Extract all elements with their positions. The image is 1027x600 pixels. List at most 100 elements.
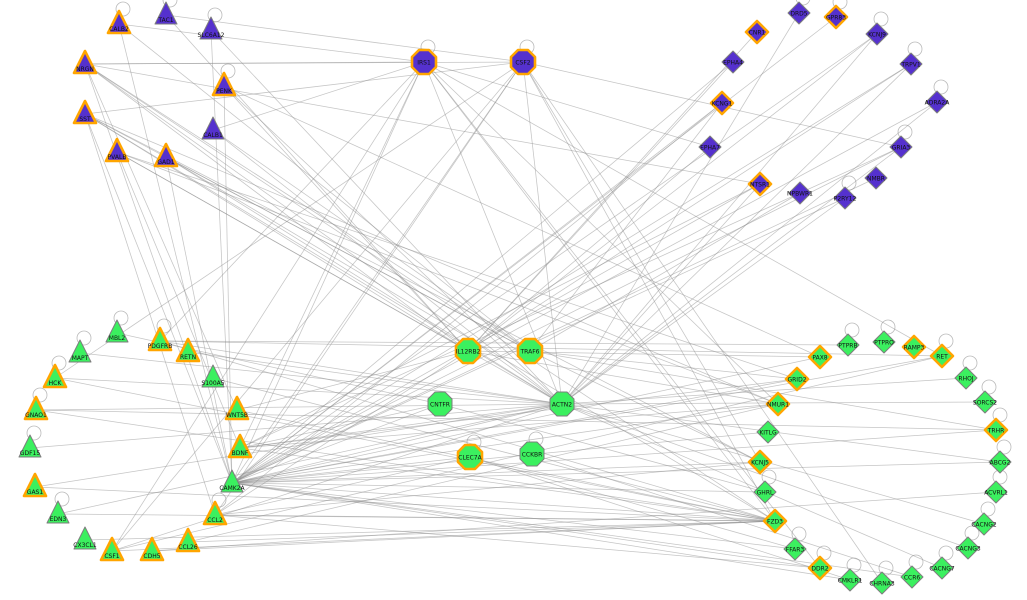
node-d4[interactable] — [865, 22, 889, 46]
node-r9[interactable] — [973, 390, 997, 414]
node-r5[interactable] — [929, 343, 955, 369]
node-d7[interactable] — [709, 90, 735, 116]
node-r14[interactable] — [984, 480, 1008, 504]
node-g3[interactable] — [427, 391, 453, 417]
node-d3[interactable] — [823, 4, 849, 30]
self-loop-t5 — [220, 63, 236, 79]
node-r10[interactable] — [983, 417, 1009, 443]
node-r21[interactable] — [807, 555, 833, 581]
node-b14[interactable] — [202, 500, 228, 526]
node-r2[interactable] — [872, 330, 896, 354]
node-b3[interactable] — [68, 339, 92, 363]
node-r15[interactable] — [753, 480, 777, 504]
edge-d5-b12 — [231, 61, 734, 484]
edge-g4-r12 — [561, 403, 1001, 463]
node-r8[interactable] — [765, 391, 791, 417]
node-b8[interactable] — [224, 395, 250, 421]
node-t8[interactable] — [104, 137, 130, 163]
node-t5[interactable] — [211, 71, 237, 97]
node-b4[interactable] — [175, 337, 201, 363]
node-r11[interactable] — [756, 420, 780, 444]
node-d8[interactable] — [925, 90, 949, 114]
node-r4[interactable] — [807, 344, 833, 370]
node-g4[interactable] — [549, 391, 575, 417]
node-b9[interactable] — [18, 434, 42, 458]
node-r3[interactable] — [901, 334, 927, 360]
node-r7[interactable] — [954, 366, 978, 390]
edge-g5-r23 — [469, 456, 851, 581]
node-r22[interactable] — [900, 565, 924, 589]
node-b18[interactable] — [175, 527, 201, 553]
node-b12[interactable] — [220, 469, 244, 493]
node-d10[interactable] — [889, 135, 913, 159]
edge-o1-d9 — [423, 61, 711, 148]
edge-d13-g4 — [561, 197, 846, 405]
edge-t6-g1 — [84, 113, 469, 352]
node-g1[interactable] — [454, 337, 482, 365]
node-r20[interactable] — [930, 556, 954, 580]
node-r18[interactable] — [956, 536, 980, 560]
node-r16[interactable] — [972, 512, 996, 536]
node-d2[interactable] — [787, 1, 811, 25]
node-r13[interactable] — [747, 449, 773, 475]
node-o1[interactable] — [410, 48, 438, 76]
node-r12[interactable] — [988, 450, 1012, 474]
self-loop-r16 — [980, 501, 996, 517]
node-d1[interactable] — [744, 19, 770, 45]
node-t1[interactable] — [106, 9, 132, 35]
edge-o1-b2 — [159, 61, 425, 342]
node-d6[interactable] — [899, 52, 923, 76]
edge-b12-r8 — [231, 403, 779, 484]
self-loop-d10 — [897, 124, 913, 140]
node-r6[interactable] — [784, 366, 810, 392]
edge-b18-r17 — [187, 520, 776, 543]
edge-b15-r17 — [84, 520, 776, 541]
edge-b14-r13 — [214, 461, 761, 516]
node-r1[interactable] — [836, 333, 860, 357]
node-t7[interactable] — [201, 116, 225, 140]
edge-b13-g4 — [57, 403, 563, 515]
node-b6[interactable] — [201, 364, 225, 388]
node-t9[interactable] — [153, 142, 179, 168]
node-b11[interactable] — [22, 472, 48, 498]
node-b17[interactable] — [139, 536, 165, 562]
node-b13[interactable] — [46, 500, 70, 524]
edge-d4-b12 — [231, 33, 878, 484]
node-b7[interactable] — [23, 395, 49, 421]
node-t2[interactable] — [154, 1, 178, 25]
edge-b4-g4 — [187, 351, 563, 405]
node-g6[interactable] — [519, 441, 545, 467]
node-r24[interactable] — [870, 571, 894, 595]
node-b15[interactable] — [73, 526, 97, 550]
node-b5[interactable] — [42, 363, 68, 389]
node-g5[interactable] — [456, 443, 484, 471]
node-g2[interactable] — [516, 337, 544, 365]
node-b1[interactable] — [105, 319, 129, 343]
edge-t6-r8 — [84, 113, 779, 405]
node-r19[interactable] — [783, 537, 807, 561]
edge-d8-b12 — [231, 101, 938, 484]
edge-g2-r10 — [529, 350, 997, 431]
edge-b14-g5 — [214, 456, 471, 516]
node-o2[interactable] — [509, 48, 537, 76]
node-d5[interactable] — [721, 50, 745, 74]
node-d11[interactable] — [747, 171, 773, 197]
node-t3[interactable] — [199, 16, 223, 40]
edge-d5-g1 — [467, 61, 734, 352]
edge-t8-b10 — [116, 151, 241, 449]
node-d14[interactable] — [864, 166, 888, 190]
edge-b2-r1 — [159, 340, 849, 346]
node-t4[interactable] — [72, 49, 98, 75]
node-d12[interactable] — [788, 181, 812, 205]
node-b10[interactable] — [227, 433, 253, 459]
edge-d4-g4 — [561, 33, 878, 405]
node-d9[interactable] — [698, 135, 722, 159]
edge-g2-r13 — [529, 350, 761, 463]
node-r23[interactable] — [838, 568, 862, 592]
node-t6[interactable] — [72, 99, 98, 125]
node-r17[interactable] — [762, 508, 788, 534]
node-b2[interactable] — [147, 326, 173, 352]
node-d13[interactable] — [833, 186, 857, 210]
node-b16[interactable] — [99, 536, 125, 562]
edge-t4-b8 — [84, 63, 238, 411]
